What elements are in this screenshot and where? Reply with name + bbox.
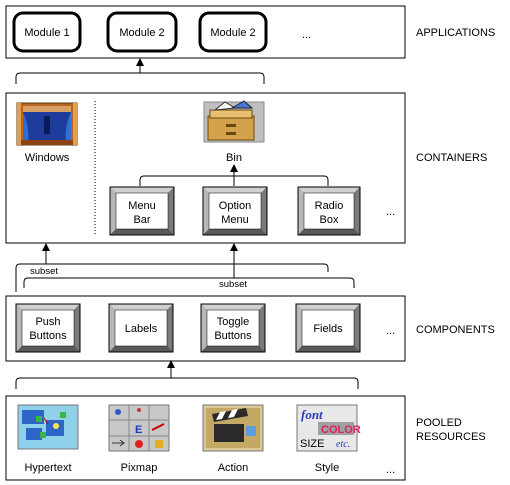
option-menu-box: Option Menu (202, 186, 268, 236)
menu-bar-box: Menu Bar (109, 186, 175, 236)
menu-bar-label-line2: Bar (133, 214, 150, 226)
radio-box-label-line1: Radio (315, 200, 344, 212)
push-buttons-box: Push Buttons (15, 303, 81, 353)
bin-label: Bin (226, 152, 242, 164)
module-3-label: Module 2 (210, 27, 255, 39)
svg-text:E: E (135, 424, 142, 436)
menu-bar-label-line1: Menu (128, 200, 156, 212)
layer-label-pooled-line2: RESOURCES (416, 431, 486, 443)
hypertext-icon (17, 404, 79, 450)
module-1-label: Module 1 (24, 27, 69, 39)
style-label: Style (315, 462, 339, 474)
radio-box-box: Radio Box (297, 186, 361, 236)
fields-box: Fields (295, 303, 361, 353)
pixmap-label: Pixmap (121, 462, 158, 474)
layer-label-pooled-line1: POOLED (416, 417, 462, 429)
connector-components-to-containers (15, 243, 355, 292)
bin-icon (203, 100, 265, 143)
applications-ellipsis: ... (302, 29, 311, 41)
module-2-label: Module 2 (119, 27, 164, 39)
module-3-box: Module 2 (198, 11, 268, 53)
pixmap-icon: E (108, 404, 170, 452)
style-icon-text-color: COLOR (321, 424, 361, 436)
style-icon-text-size: SIZE (300, 438, 324, 450)
layer-label-containers: CONTAINERS (416, 152, 487, 164)
containers-ellipsis: ... (386, 206, 395, 218)
connector-containers-to-applications (15, 58, 265, 84)
toggle-buttons-label-line1: Toggle (217, 316, 249, 328)
toggle-buttons-box: Toggle Buttons (200, 303, 266, 353)
hypertext-label: Hypertext (24, 462, 71, 474)
action-icon (202, 404, 264, 452)
toggle-buttons-label-line2: Buttons (214, 330, 252, 342)
layer-label-components: COMPONENTS (416, 324, 495, 336)
labels-label: Labels (125, 323, 158, 335)
connector-subcontainers-to-bin (139, 164, 329, 186)
style-icon-text-etc: etc. (336, 439, 350, 450)
fields-label: Fields (313, 323, 343, 335)
pooled-ellipsis: ... (386, 464, 395, 476)
radio-box-label-line2: Box (320, 214, 339, 226)
module-1-box: Module 1 (12, 11, 82, 53)
layer-label-applications: APPLICATIONS (416, 27, 495, 39)
connector-pooled-to-components (15, 360, 359, 389)
style-icon: font COLOR SIZE etc. (296, 404, 361, 452)
option-menu-label-line1: Option (219, 200, 251, 212)
components-ellipsis: ... (386, 325, 395, 337)
push-buttons-label-line1: Push (35, 316, 60, 328)
option-menu-label-line2: Menu (221, 214, 249, 226)
subset-label-2: subset (219, 279, 247, 290)
windows-label: Windows (25, 152, 70, 164)
action-label: Action (218, 462, 249, 474)
style-icon-text-font: font (301, 407, 323, 422)
module-2-box: Module 2 (106, 11, 178, 53)
windows-icon (16, 102, 78, 146)
labels-box: Labels (108, 303, 174, 353)
push-buttons-label-line2: Buttons (29, 330, 67, 342)
subset-label-1: subset (30, 266, 58, 277)
